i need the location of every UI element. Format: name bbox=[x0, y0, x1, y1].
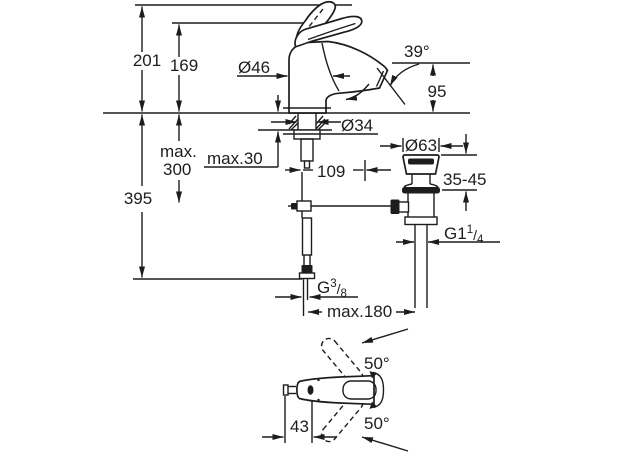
supply-hose bbox=[298, 217, 316, 316]
swing-indicator-down bbox=[361, 436, 409, 452]
label-hose-length: 395 bbox=[124, 189, 152, 208]
label-handle-offset: 43 bbox=[290, 417, 309, 436]
rod-coupling bbox=[296, 200, 312, 212]
label-flange-diameter: Ø63 bbox=[405, 136, 437, 155]
pop-up-rod bbox=[288, 172, 391, 218]
label-overall-height: 201 bbox=[133, 51, 161, 70]
dim-shank-hole bbox=[271, 119, 378, 135]
deck-hatch-left bbox=[288, 115, 299, 131]
extension-lines bbox=[103, 4, 477, 443]
spout-swivel-arc bbox=[345, 83, 370, 101]
aerator-jet-line bbox=[376, 67, 406, 105]
faucet-body-spout bbox=[288, 40, 389, 114]
label-rod-depth-line2: 300 bbox=[163, 160, 191, 179]
label-spout-angle: 39° bbox=[404, 42, 430, 61]
faucet-front-view bbox=[283, 0, 420, 114]
deck-hatch-right bbox=[315, 115, 326, 131]
waste-assembly bbox=[390, 154, 440, 308]
angle-arc-39 bbox=[389, 63, 420, 87]
label-swing-lower: 50° bbox=[364, 414, 390, 433]
threaded-stud bbox=[300, 138, 314, 162]
handle-end-cap bbox=[372, 371, 385, 409]
swing-indicator-up bbox=[361, 328, 409, 344]
dimension-labels: 201 169 Ø46 39° 95 Ø34 max.30 max. 300 1… bbox=[124, 42, 487, 436]
waste-gasket bbox=[402, 187, 440, 194]
label-body-diameter: Ø46 bbox=[238, 58, 270, 77]
waste-lock-nut bbox=[404, 216, 438, 226]
handle-top-view bbox=[282, 328, 409, 452]
label-swing-upper: 50° bbox=[364, 354, 390, 373]
dimension-lines bbox=[139, 6, 500, 440]
label-waste-thread: G11/4 bbox=[444, 224, 484, 246]
handle-body bbox=[296, 374, 375, 406]
handle-mark bbox=[307, 385, 314, 395]
hose-nut bbox=[298, 272, 316, 280]
handle-stem-tip bbox=[282, 384, 289, 396]
label-lever-height: 169 bbox=[170, 56, 198, 75]
waste-slot bbox=[408, 158, 434, 165]
braided-hose bbox=[301, 217, 313, 256]
rod-knob bbox=[390, 199, 400, 214]
label-outlet-height: 95 bbox=[428, 82, 447, 101]
label-deck-thickness: max.30 bbox=[207, 149, 263, 168]
mounting-shank bbox=[288, 113, 326, 169]
label-supply-thread: G3/8 bbox=[317, 278, 347, 300]
label-rod-depth-line1: max. bbox=[160, 142, 197, 161]
label-clamp-range: 35-45 bbox=[443, 170, 486, 189]
dim-deck-thickness bbox=[204, 95, 281, 168]
label-center-distance: 109 bbox=[317, 162, 345, 181]
label-max-reach: max.180 bbox=[327, 302, 392, 321]
lever-rest-position bbox=[294, 15, 363, 48]
label-shank-hole: Ø34 bbox=[341, 116, 373, 135]
